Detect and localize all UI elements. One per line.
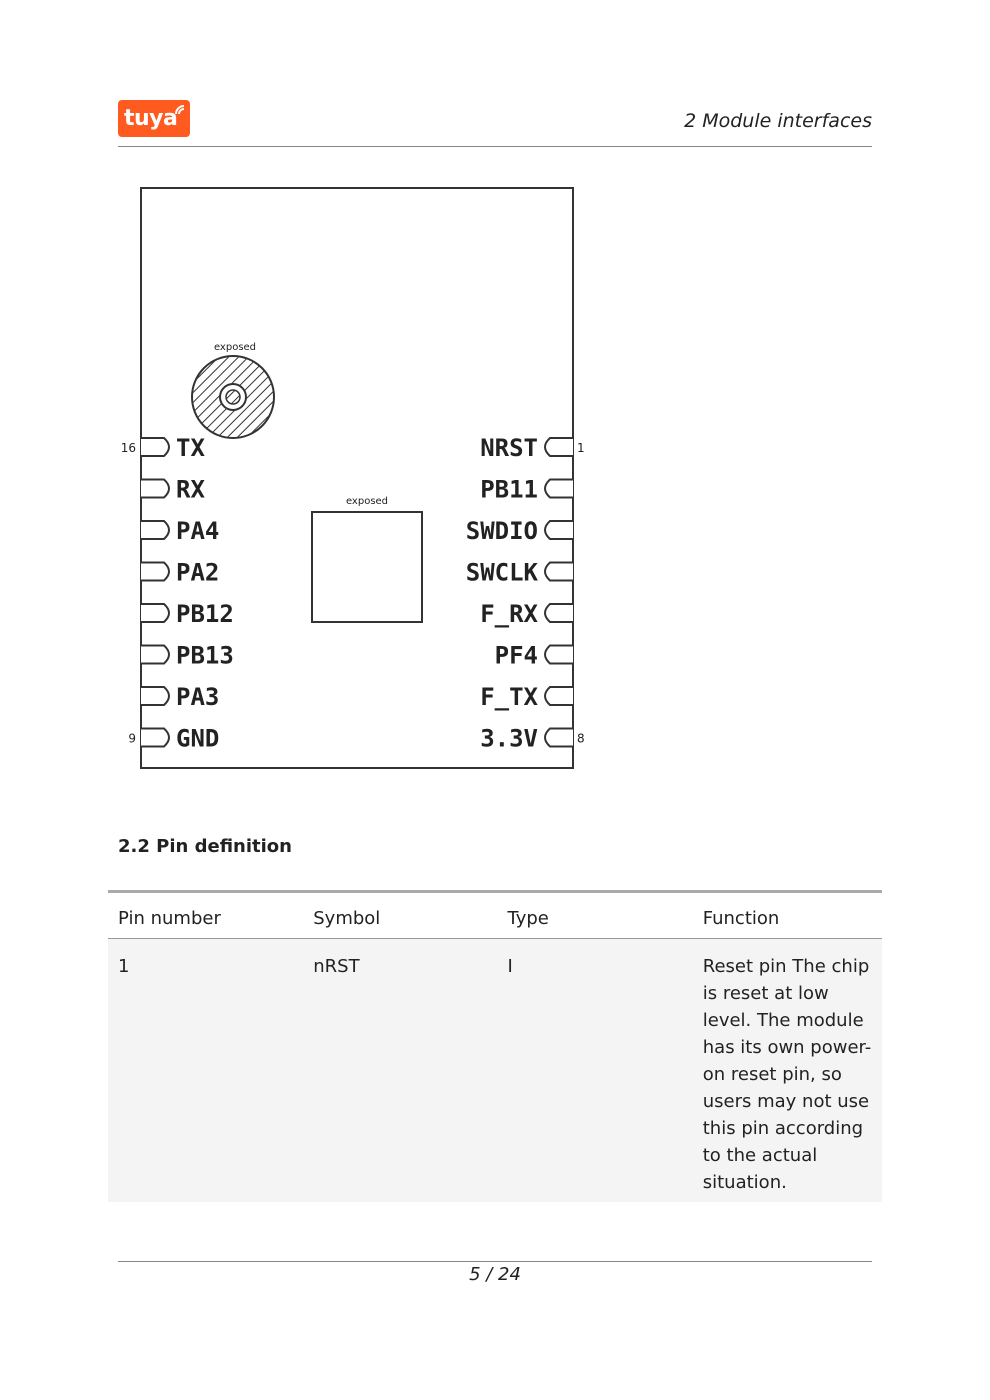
cell-type: I	[497, 938, 693, 1202]
left-pin-label: PB13	[176, 642, 234, 670]
right-pin-label: SWCLK	[466, 559, 539, 587]
left-pin-pad	[141, 686, 170, 706]
right-pin-pad	[544, 727, 573, 748]
header-symbol: Symbol	[303, 891, 498, 939]
left-pin-label: TX	[176, 434, 205, 462]
right-pin-label: F_RX	[480, 600, 538, 628]
cell-symbol: nRST	[303, 938, 498, 1202]
left-pin-pad	[141, 520, 170, 540]
left-pin-pad	[141, 603, 170, 623]
right-pin-label: SWDIO	[466, 517, 538, 545]
pin-definition-table: Pin number Symbol Type Function 1 nRST I…	[108, 890, 882, 1202]
left-pin-pad	[141, 727, 170, 748]
right-pin-label: NRST	[480, 434, 538, 462]
left-pin-label: PA2	[176, 559, 219, 587]
left-pin-label: GND	[176, 725, 219, 753]
right-pin-pad	[544, 561, 573, 582]
left-pin-pad	[141, 478, 170, 499]
left-pin-label: PA4	[176, 517, 219, 545]
right-pin-pad	[544, 478, 573, 499]
pin-number-16: 16	[121, 441, 136, 455]
right-pin-pad	[544, 686, 573, 706]
right-pin-pad	[544, 603, 573, 623]
pin-number-9: 9	[128, 732, 136, 746]
left-pin-label: PA3	[176, 683, 219, 711]
left-pin-pad	[141, 561, 170, 582]
antenna-center	[225, 389, 241, 405]
right-pin-label: F_TX	[480, 683, 538, 711]
left-pin-label: RX	[176, 476, 205, 504]
logo-signal-icon	[175, 105, 185, 115]
tuya-logo: tuya	[118, 100, 190, 137]
left-pin-label: PB12	[176, 600, 234, 628]
page-header: tuya 2 Module interfaces	[118, 100, 872, 147]
right-pin-pad	[544, 520, 573, 540]
pin-number-1: 1	[577, 441, 585, 455]
right-pin-label: PB11	[480, 476, 538, 504]
pin-number-8: 8	[577, 732, 585, 746]
antenna-exposed-label: exposed	[214, 342, 256, 353]
left-pin-pad	[141, 644, 170, 665]
header-function: Function	[692, 891, 882, 939]
header-type: Type	[497, 891, 693, 939]
table-row: 1 nRST I Reset pin The chip is reset at …	[108, 938, 882, 1202]
page-number: 5 / 24	[469, 1264, 521, 1285]
page-footer: 5 / 24	[118, 1261, 872, 1285]
right-pin-label: 3.3V	[480, 725, 538, 753]
pinout-svg: exposed exposed TX RX PA4PA2PB12PB13PA3GND…	[121, 187, 585, 769]
right-pin-pad	[544, 644, 573, 665]
logo-text: tuya	[124, 106, 178, 131]
pad-exposed-label: exposed	[346, 496, 388, 507]
cell-pin: 1	[108, 938, 304, 1202]
right-pin-label: PF4	[495, 642, 538, 670]
chapter-title: 2 Module interfaces	[684, 110, 872, 132]
module-outline	[140, 187, 574, 769]
table-header-row: Pin number Symbol Type Function	[108, 891, 882, 939]
header-pin-number: Pin number	[108, 891, 304, 939]
cell-function: Reset pin The chip is reset at low level…	[692, 938, 882, 1202]
section-title: 2.2 Pin definition	[118, 836, 292, 857]
exposed-pad	[311, 511, 423, 623]
left-pin-pad	[141, 437, 170, 457]
right-pin-pad	[544, 437, 573, 457]
